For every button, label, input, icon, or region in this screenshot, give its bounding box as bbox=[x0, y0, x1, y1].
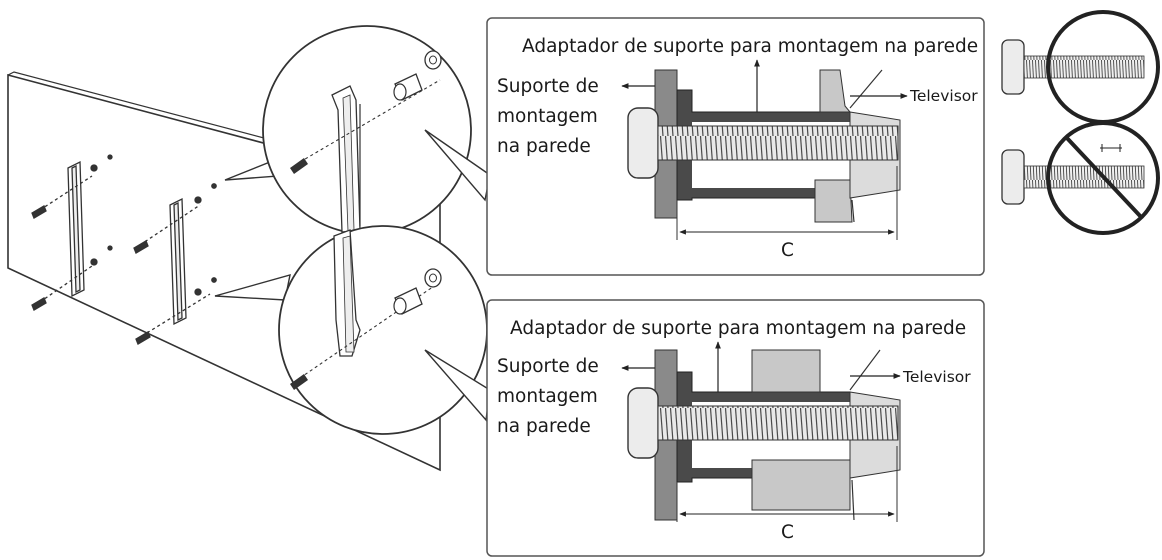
correct-screw-icon bbox=[998, 10, 1160, 132]
wall-bracket-right bbox=[133, 183, 217, 345]
bracket-label-line-2: montagem bbox=[497, 106, 598, 127]
bracket-label-line-2: montagem bbox=[497, 386, 598, 407]
bracket-label-line-3: na parede bbox=[497, 136, 591, 157]
magnifier-top bbox=[224, 25, 472, 235]
bracket-label-line-3: na parede bbox=[497, 416, 591, 437]
adapter-label: Adaptador de suporte para montagem na pa… bbox=[522, 36, 978, 57]
tv-label: Televisor bbox=[902, 368, 971, 386]
incorrect-screw-icon bbox=[1001, 121, 1160, 235]
cross-section-panel-1: Adaptador de suporte para montagem na pa… bbox=[486, 17, 985, 276]
dimension-c-label: C bbox=[781, 240, 794, 261]
magnifier-bottom bbox=[214, 225, 488, 435]
bracket-label-line-1: Suporte de bbox=[497, 356, 599, 377]
dimension-c-label: C bbox=[781, 522, 794, 543]
wall-bracket-left bbox=[31, 154, 113, 311]
adapter-label: Adaptador de suporte para montagem na pa… bbox=[510, 318, 966, 339]
tv-label: Televisor bbox=[909, 87, 978, 105]
cross-section-panel-2: Adaptador de suporte para montagem na pa… bbox=[486, 299, 985, 557]
bracket-label-line-1: Suporte de bbox=[497, 76, 599, 97]
